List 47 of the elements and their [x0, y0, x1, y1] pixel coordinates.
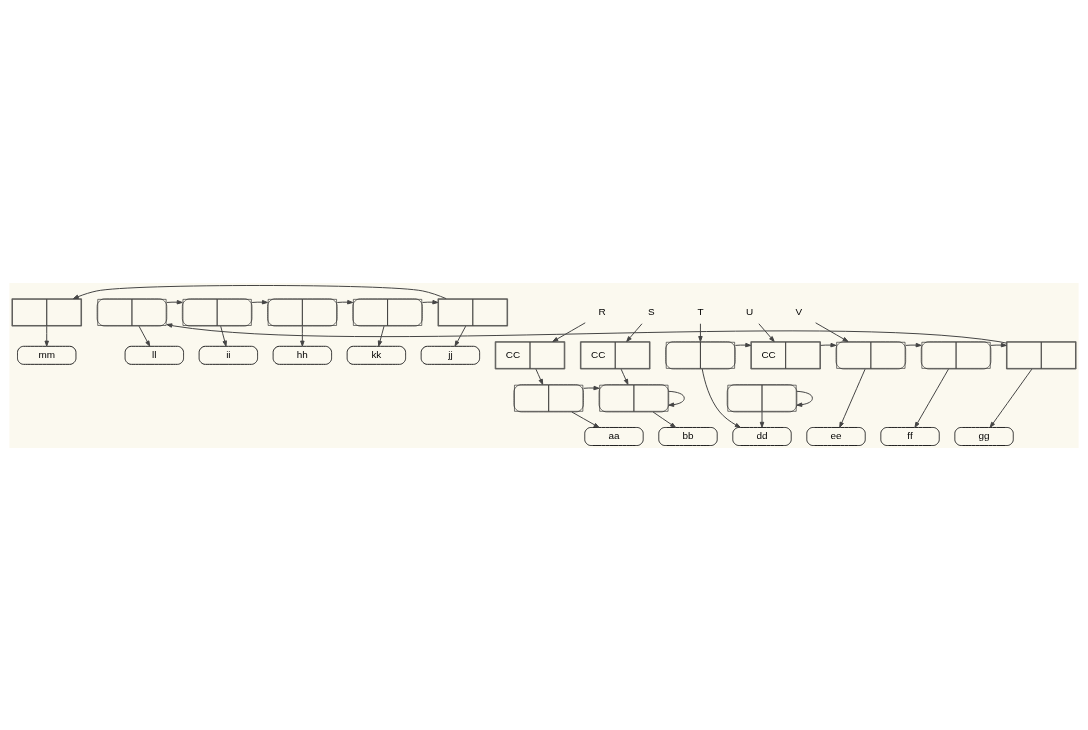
arrow: [701, 368, 741, 428]
node-box: dd: [732, 426, 792, 446]
arrow: [839, 368, 866, 428]
arrow: [759, 411, 765, 428]
node-box: ii: [198, 345, 259, 365]
arrow: [251, 299, 268, 304]
arrow: [552, 321, 586, 342]
arrow: [454, 325, 467, 347]
arrow: [138, 325, 151, 347]
arrow: [734, 342, 752, 347]
node-box: kk: [346, 345, 407, 365]
arrow: [166, 299, 183, 304]
arrow: [989, 368, 1033, 428]
arrow: [905, 342, 922, 347]
node-box: bb: [658, 426, 718, 446]
arrow: [72, 284, 447, 299]
node-text: R: [598, 305, 606, 317]
arrow: [626, 322, 643, 342]
arrow: [583, 385, 600, 390]
arrow: [220, 325, 227, 347]
arrow: [377, 325, 385, 347]
arrow: [914, 368, 949, 428]
node-box: ff: [880, 426, 940, 446]
node-box: ll: [124, 345, 185, 365]
arrow: [652, 411, 677, 428]
arrow: [668, 390, 685, 407]
node-box: hh: [272, 345, 333, 365]
node-box: jj: [420, 345, 481, 365]
node-text: U: [745, 305, 754, 317]
arrow: [571, 411, 600, 428]
node-text: T: [697, 305, 704, 317]
arrow: [422, 299, 439, 304]
node-box: ee: [806, 426, 866, 446]
node-box: aa: [584, 426, 644, 446]
arrow: [336, 299, 354, 304]
arrow: [535, 368, 544, 385]
node-text: S: [647, 305, 655, 317]
node-box: mm: [17, 345, 77, 365]
arrow: [815, 321, 849, 342]
arrow: [620, 368, 629, 385]
arrow: [44, 325, 49, 347]
node-box: gg: [954, 426, 1014, 446]
arrow: [796, 390, 813, 407]
arrow: [820, 342, 837, 347]
arrow: [758, 322, 775, 342]
node-text: V: [795, 305, 803, 317]
arrow: [990, 342, 1007, 347]
